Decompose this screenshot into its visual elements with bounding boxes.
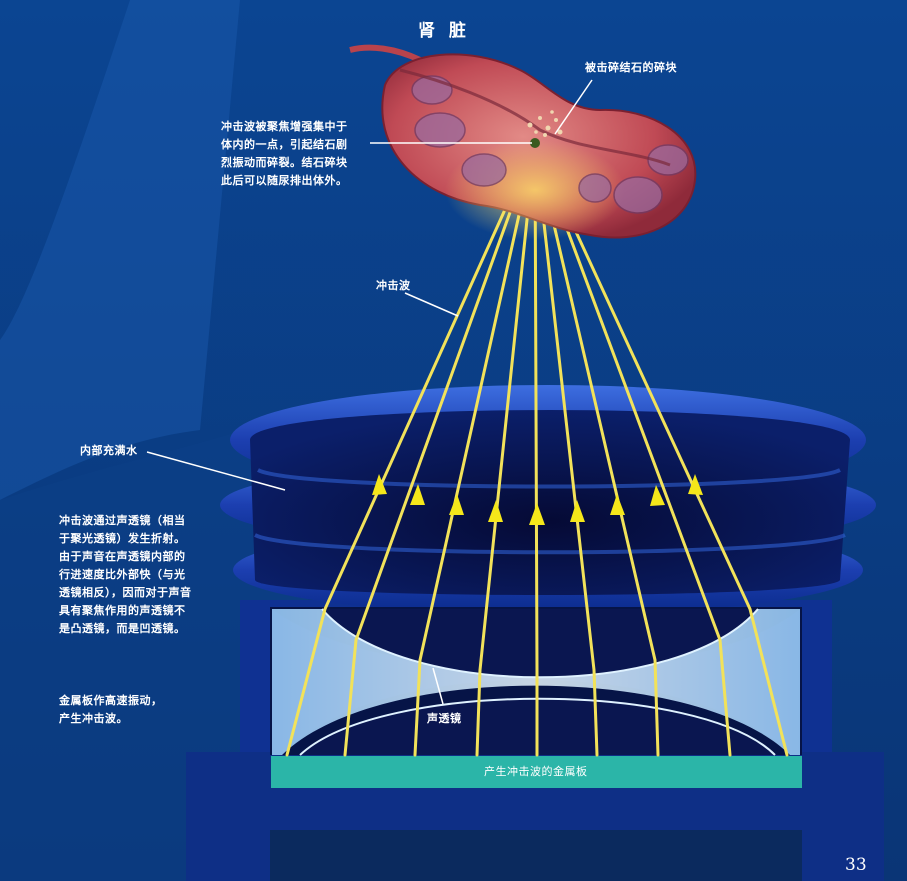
ray-5 [533, 141, 539, 757]
lens-line-6: 具有聚焦作用的声透镜不 [59, 604, 186, 617]
focus-line-3: 烈振动而碎裂。结石碎块 [221, 156, 348, 169]
ray-2 [343, 141, 537, 757]
ray-3 [413, 141, 537, 757]
focus-line-2: 体内的一点，引起结石剧 [221, 138, 348, 151]
kidney-title: 肾 脏 [418, 21, 470, 41]
plate-description: 金属板作高速振动， 产生冲击波。 [59, 692, 163, 728]
metal-plate-label: 产生冲击波的金属板 [484, 765, 588, 778]
focus-line-1: 冲击波被聚焦增强集中于 [221, 120, 348, 133]
leader-lens [432, 667, 444, 705]
water-bellows [220, 385, 876, 615]
arrow-5 [529, 503, 545, 525]
ray-arrowheads [372, 474, 703, 525]
lens-line-4: 行进速度比外部快（与光 [59, 568, 186, 581]
leader-shockwave [404, 292, 459, 317]
plate-line-2: 产生冲击波。 [59, 712, 128, 725]
shockwave-rays [285, 141, 789, 757]
lower-panel [270, 830, 802, 881]
acoustic-lens-label: 声透镜 [427, 712, 462, 725]
shockwave-label: 冲击波 [376, 279, 411, 292]
ray-1 [285, 141, 537, 757]
leader-water [146, 451, 286, 491]
kidney [349, 44, 697, 240]
lens-line-1: 冲击波通过声透镜（相当 [59, 514, 186, 527]
arrow-4 [488, 500, 503, 522]
lens-line-7: 是凸透镜，而是凹透镜。 [59, 622, 186, 635]
ureter [349, 44, 422, 63]
plate-line-1: 金属板作高速振动， [59, 694, 163, 707]
arrow-1 [372, 474, 387, 495]
lens-line-3: 由于声音在声透镜内部的 [59, 550, 186, 563]
arrow-2 [410, 484, 425, 505]
water-label: 内部充满水 [80, 444, 138, 457]
stone-fragments [527, 110, 563, 137]
metal-plate [271, 756, 802, 788]
focus-description: 冲击波被聚焦增强集中于 体内的一点，引起结石剧 烈振动而碎裂。结石碎块 此后可以… [221, 118, 348, 190]
background-light-sweep [0, 0, 240, 500]
ray-6 [533, 141, 599, 757]
lens-line-5: 透镜相反），因而对于声音 [59, 586, 192, 599]
leader-fragments [554, 79, 593, 135]
arrow-8 [650, 485, 665, 506]
lens-description: 冲击波通过声透镜（相当 于聚光透镜）发生折射。 由于声音在声透镜内部的 行进速度… [59, 512, 192, 638]
arrow-3 [449, 494, 464, 515]
ray-7 [533, 141, 660, 757]
arrow-9 [688, 474, 703, 495]
leader-lines [146, 79, 593, 705]
ray-4 [475, 141, 537, 757]
focus-line-4: 此后可以随尿排出体外。 [221, 174, 348, 187]
arrow-7 [610, 494, 625, 515]
ray-8 [533, 141, 732, 757]
fragments-label: 被击碎结石的碎块 [585, 61, 677, 74]
ray-9 [533, 141, 789, 757]
arrow-6 [570, 500, 585, 522]
page-number: 33 [845, 855, 867, 875]
lens-line-2: 于聚光透镜）发生折射。 [59, 532, 186, 545]
